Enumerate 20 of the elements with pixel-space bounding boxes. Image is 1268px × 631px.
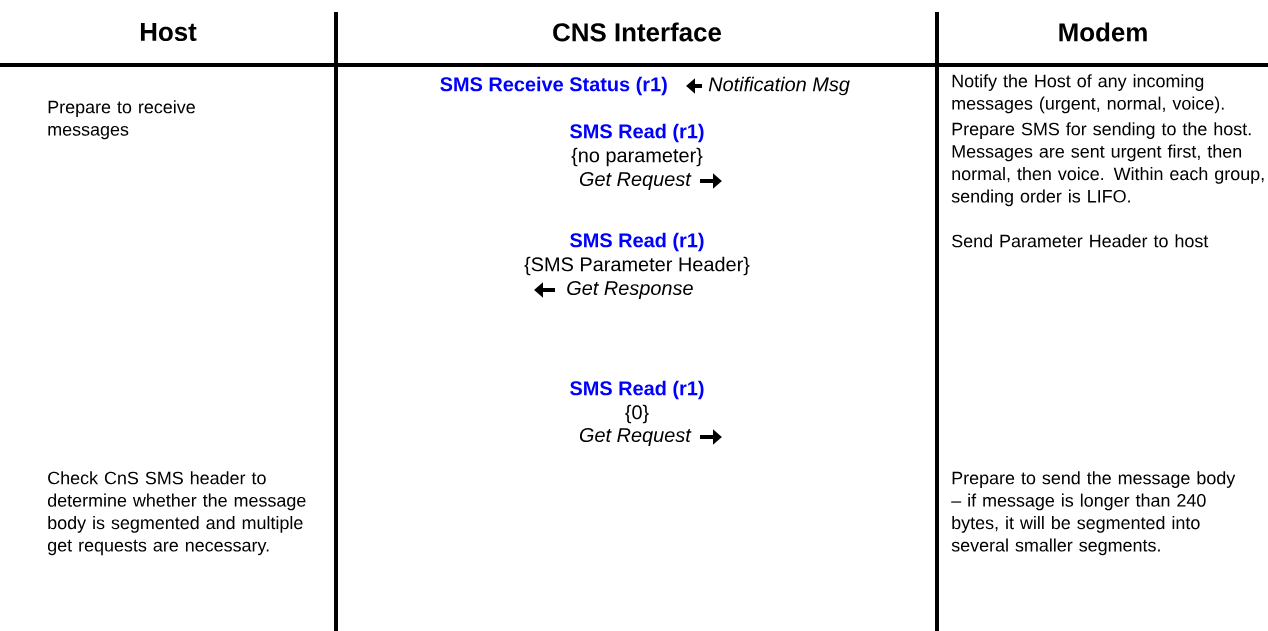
column-header: Modem	[1059, 22, 1147, 42]
description-text: Prepare SMS for sending to the host. Messages are sent urgent first, then normal, then voice. Within each group, sending order is LIFO.	[951, 122, 1264, 207]
parameter-text: {SMS Parameter Header}	[524, 256, 750, 276]
parameter-text: {no parameter}	[571, 147, 703, 167]
message-name: SMS Read (r1)	[570, 380, 704, 400]
message-name: SMS Read (r1)	[570, 232, 704, 252]
description-text: Notify the Host of any incoming messages (urgent, normal, voice).	[952, 74, 1224, 114]
message-type: Get Request	[579, 172, 692, 190]
message-name: SMS Receive Status (r1)	[440, 76, 667, 96]
message-type: Get Response	[567, 281, 693, 299]
message-type: Notification Msg	[708, 76, 850, 96]
description-text: Send Parameter Header to host	[952, 234, 1209, 248]
message-name: SMS Read (r1)	[570, 123, 704, 143]
description-text: Prepare to receive messages	[48, 100, 195, 140]
description-text: Prepare to send the message body – if message is longer than 240 bytes, it will be segmented into several smaller segments.	[951, 471, 1236, 556]
description-text: Check CnS SMS header to determine whether the message body is segmented and multiple get requests are necessary.	[47, 471, 306, 556]
parameter-text: {0}	[625, 404, 649, 424]
column-header: CNS Interface	[553, 22, 721, 42]
column-header: Host	[140, 22, 197, 42]
message-type: Get Request	[579, 428, 692, 446]
